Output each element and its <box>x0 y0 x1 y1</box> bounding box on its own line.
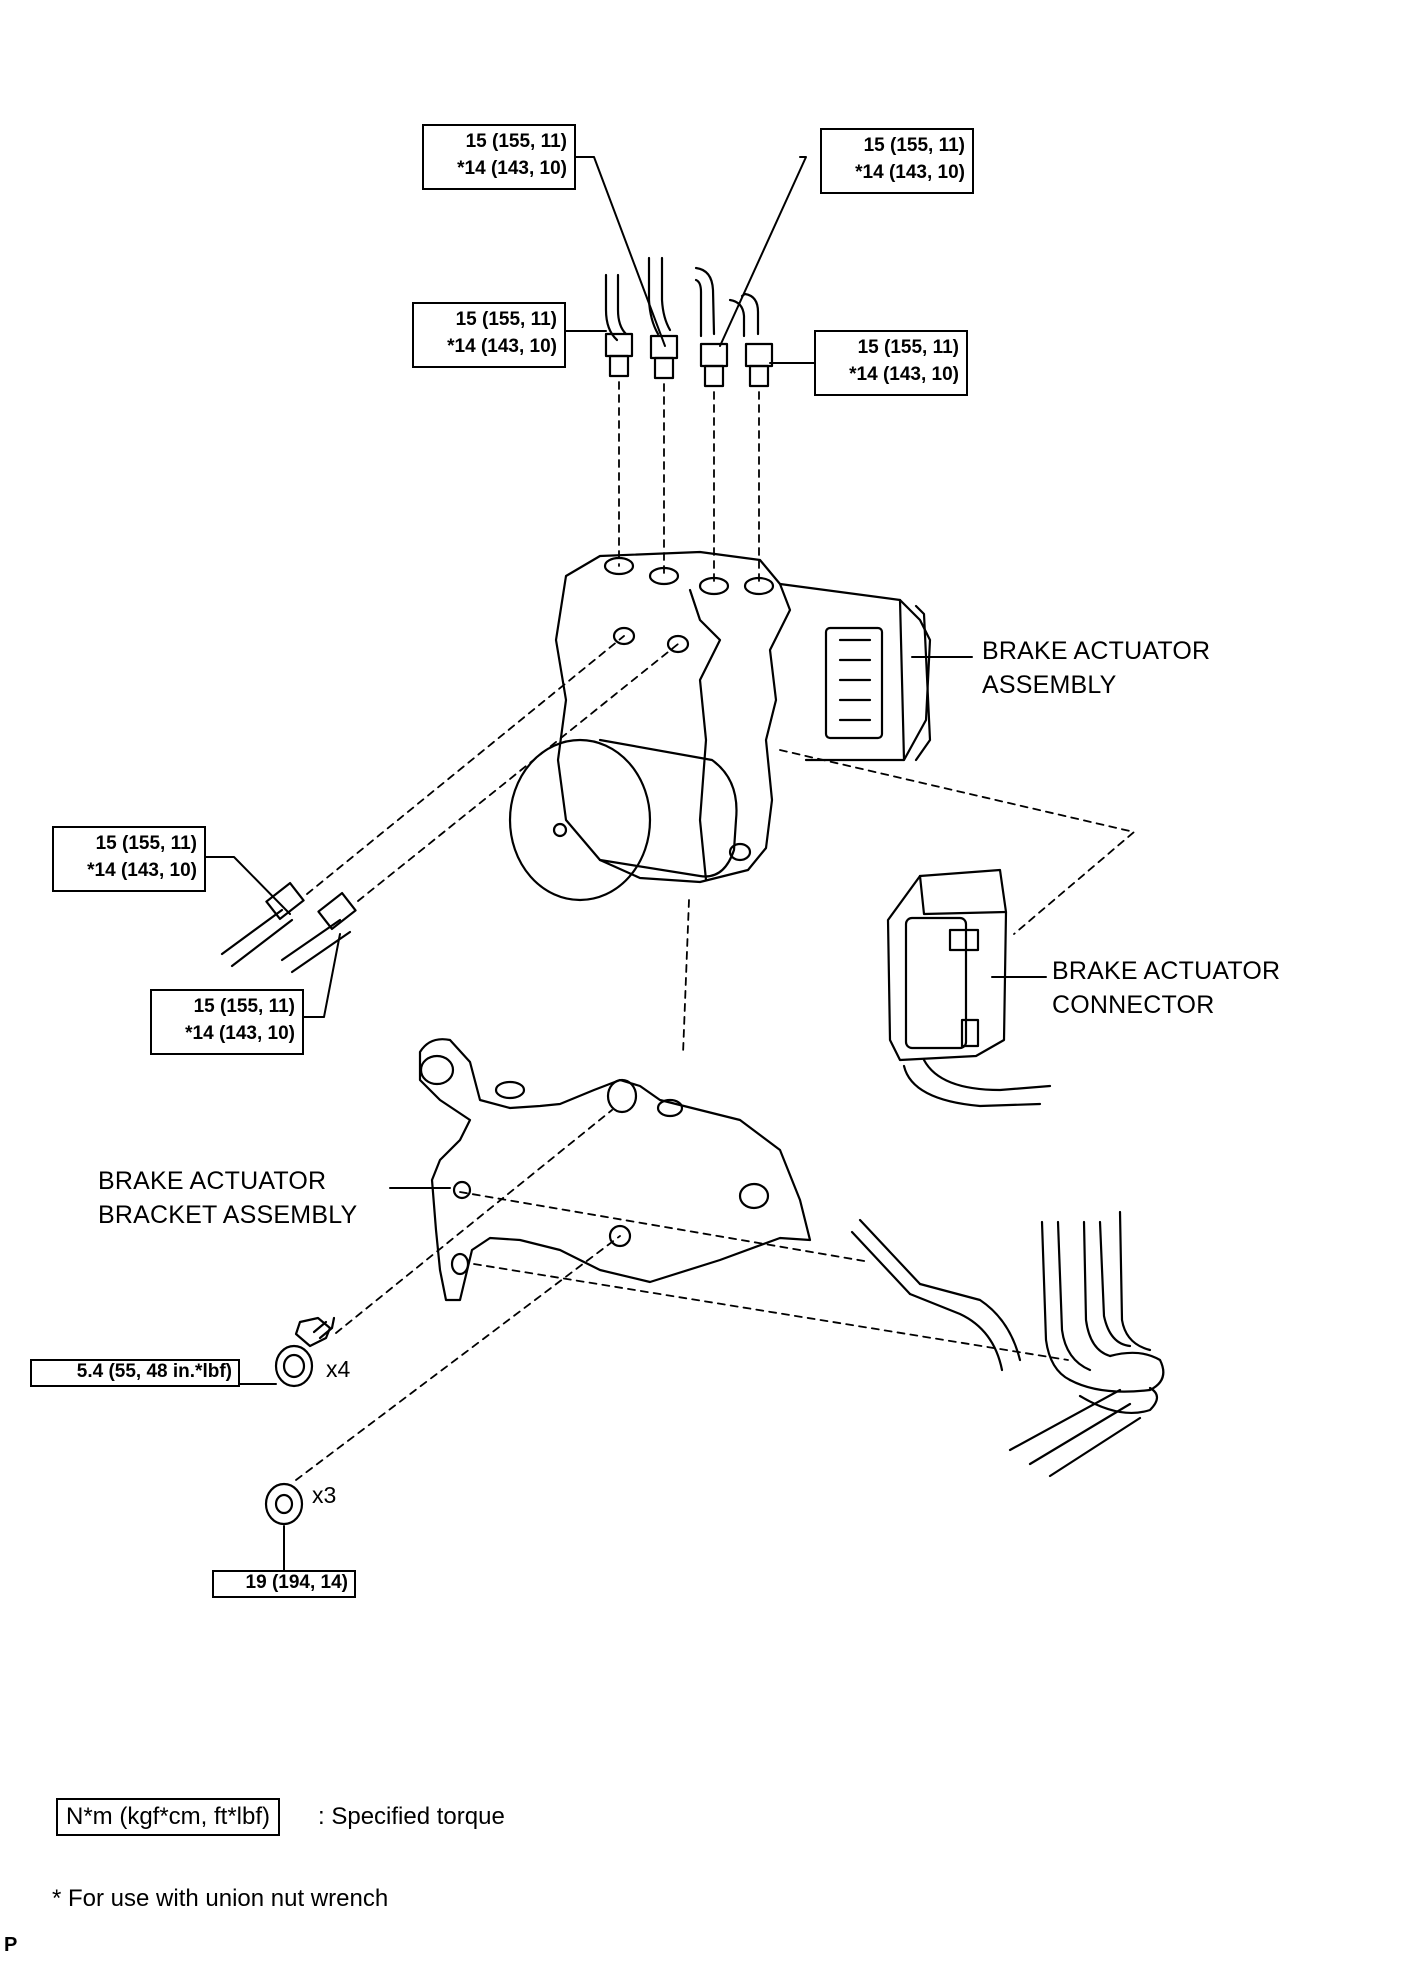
nut-quantity: x3 <box>312 1482 337 1508</box>
torque-box-nut: 19 (194, 14) <box>212 1570 356 1598</box>
bracket-assembly <box>418 1038 812 1302</box>
label-line: BRAKE ACTUATOR <box>1052 957 1281 985</box>
torque-box-bolt: 5.4 (55, 48 in.*lbf) <box>30 1359 240 1387</box>
brake-pipes-side <box>220 881 357 974</box>
leader-lines <box>202 156 1047 1583</box>
legend-torque-unit-box: N*m (kgf*cm, ft*lbf) <box>56 1798 281 1836</box>
torque-box-mid-right: 15 (155, 11) *14 (143, 10) <box>814 330 968 396</box>
label-actuator-connector: BRAKE ACTUATOR CONNECTOR <box>1052 954 1280 1022</box>
pipe-harness <box>850 1210 1165 1478</box>
torque-value: 15 (155, 11) <box>863 135 965 156</box>
guide-lines <box>295 381 1135 1481</box>
torque-value-union-wrench: *14 (143, 10) <box>185 1023 295 1044</box>
bolt-quantity: x4 <box>326 1356 351 1382</box>
legend-torque-text: : Specified torque <box>318 1803 505 1830</box>
label-actuator-assembly: BRAKE ACTUATOR ASSEMBLY <box>982 634 1210 702</box>
footnote-union-wrench: * For use with union nut wrench <box>52 1885 389 1912</box>
torque-value-union-wrench: *14 (143, 10) <box>447 336 557 357</box>
torque-box-top-left: 15 (155, 11) *14 (143, 10) <box>422 124 576 190</box>
label-line: BRACKET ASSEMBLY <box>98 1201 358 1229</box>
label-bracket-assembly: BRAKE ACTUATOR BRACKET ASSEMBLY <box>98 1164 357 1232</box>
torque-box-side-upper: 15 (155, 11) *14 (143, 10) <box>52 826 206 892</box>
bolt-and-nut <box>264 1316 336 1526</box>
torque-value-union-wrench: *14 (143, 10) <box>855 162 965 183</box>
torque-value: 15 (155, 11) <box>193 996 295 1017</box>
torque-value: 15 (155, 11) <box>95 833 197 854</box>
brake-pipes-top <box>604 256 760 342</box>
torque-value-union-wrench: *14 (143, 10) <box>87 860 197 881</box>
label-line: ASSEMBLY <box>982 671 1117 699</box>
actuator-body <box>508 550 932 902</box>
torque-value: 15 (155, 11) <box>857 337 959 358</box>
torque-box-top-right: 15 (155, 11) *14 (143, 10) <box>820 128 974 194</box>
label-line: CONNECTOR <box>1052 991 1215 1019</box>
torque-value: 15 (155, 11) <box>465 131 567 152</box>
actuator-connector <box>886 868 1052 1108</box>
label-line: BRAKE ACTUATOR <box>982 637 1211 665</box>
torque-value-union-wrench: *14 (143, 10) <box>457 158 567 179</box>
torque-value-union-wrench: *14 (143, 10) <box>849 364 959 385</box>
torque-box-side-lower: 15 (155, 11) *14 (143, 10) <box>150 989 304 1055</box>
torque-box-mid-left: 15 (155, 11) *14 (143, 10) <box>412 302 566 368</box>
label-line: BRAKE ACTUATOR <box>98 1167 327 1195</box>
union-nuts-top <box>604 332 774 388</box>
corner-mark: P <box>4 1934 18 1956</box>
torque-value: 15 (155, 11) <box>455 309 557 330</box>
